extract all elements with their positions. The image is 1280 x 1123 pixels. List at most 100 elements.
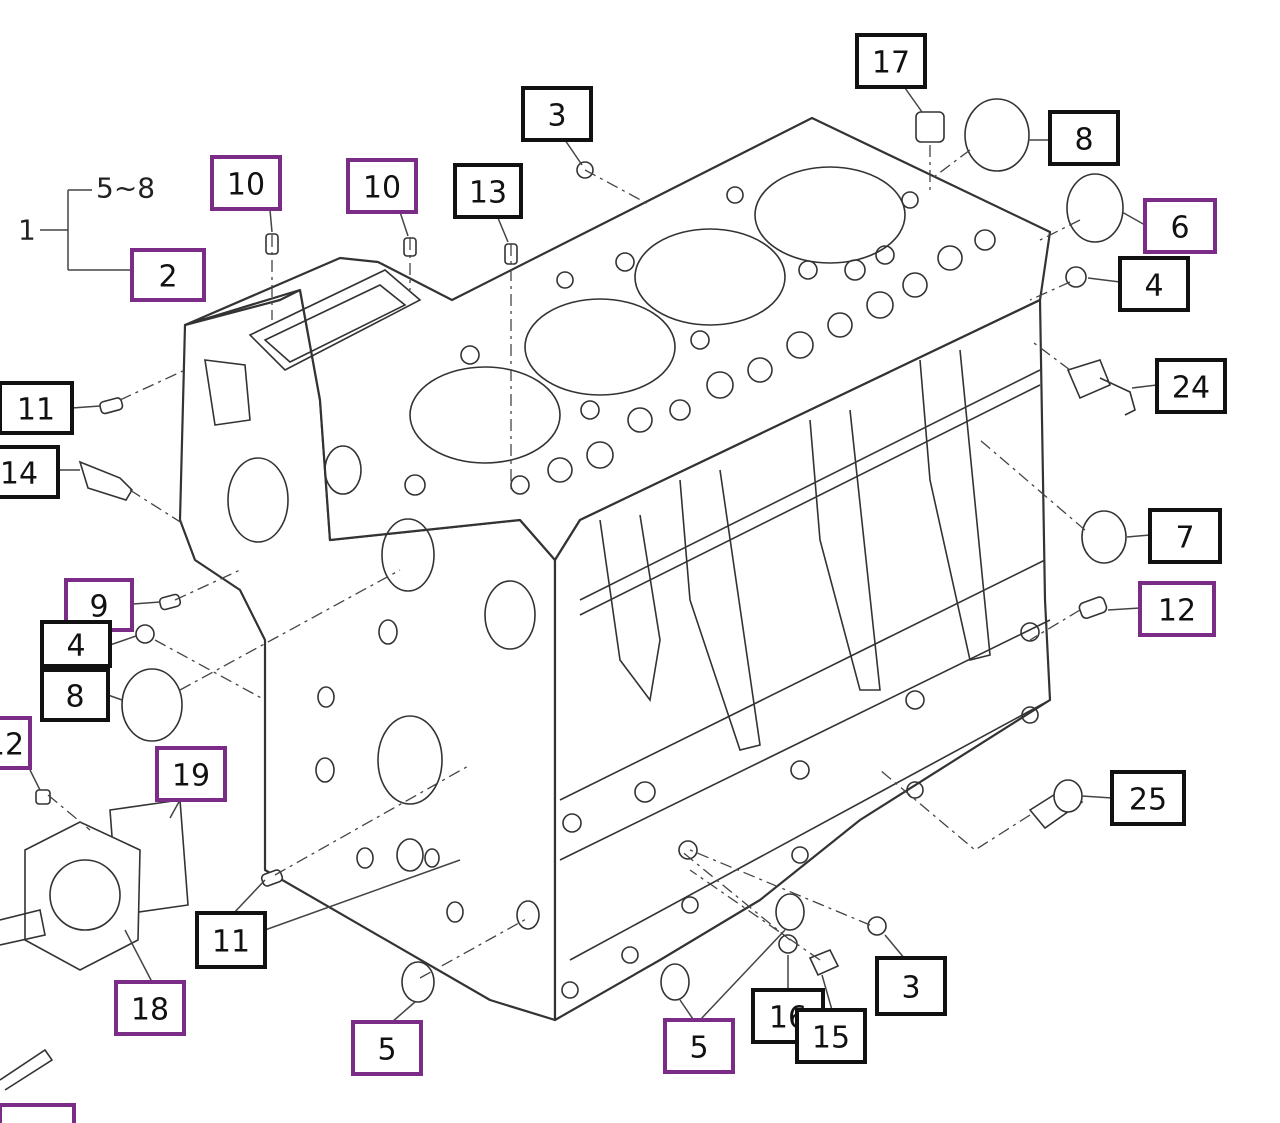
callout-label-l8a: 8 (1048, 110, 1120, 166)
callout-box (1143, 198, 1217, 254)
callout-number: 3 (901, 971, 920, 1006)
pin-part (158, 593, 182, 611)
callout-box (875, 956, 947, 1016)
callout-number: 8 (1074, 123, 1093, 158)
callout-box (1148, 508, 1222, 564)
callout-number: 6 (1170, 211, 1189, 246)
plug-part (1065, 266, 1087, 288)
callout-label-l25: 25 (1110, 770, 1186, 826)
callout-number: 7 (1175, 521, 1194, 556)
callout-label-l10b: 10 (346, 158, 418, 214)
callout-box (40, 668, 110, 722)
callout-number: 25 (1129, 783, 1167, 818)
callout-number: 8 (65, 680, 84, 715)
plug-part (135, 624, 155, 644)
callout-label-l5b: 5 (663, 1018, 735, 1074)
assembly-parent-label: 1 (18, 214, 36, 247)
callout-number: 2 (158, 260, 177, 295)
callout-box (210, 155, 282, 211)
cylinder-block (178, 116, 1052, 1022)
callout-box (453, 163, 523, 219)
seal-part (1053, 779, 1083, 813)
callout-label-l6: 6 (1143, 198, 1217, 254)
callout-number: 17 (872, 46, 910, 81)
callout-box (155, 746, 227, 802)
callout-label-l2a: 2 (130, 248, 206, 302)
seal-part (1081, 510, 1127, 564)
callout-number: 12 (1158, 594, 1196, 629)
callout-number: 15 (812, 1021, 850, 1056)
callout-number: 14 (0, 457, 38, 492)
callout-label-l24: 24 (1155, 358, 1227, 414)
pin-part (1078, 596, 1108, 620)
callout-box (0, 1103, 76, 1123)
sensor-part (1066, 359, 1136, 416)
bolt-part (808, 948, 840, 977)
callout-number: 10 (363, 171, 401, 206)
leader-lines (29, 87, 1158, 1023)
seal-part (401, 961, 435, 1003)
callout-box (130, 248, 206, 302)
callout-label-l17: 17 (855, 33, 927, 89)
callout-label-l14: 14 (0, 445, 60, 499)
seal-plug-part (964, 98, 1030, 172)
callout-number: 4 (1144, 269, 1163, 304)
callout-number: 11 (17, 393, 55, 428)
callout-label-l19: 19 (155, 746, 227, 802)
callout-label-l8b: 8 (40, 668, 110, 722)
callout-box (1048, 110, 1120, 166)
small-parts (0, 98, 1136, 1091)
callout-number: 13 (469, 176, 507, 211)
assembly-bracket: 1 5~8 (18, 172, 155, 271)
callout-labels: 2101013317864241114712948121925111831615… (0, 33, 1227, 1123)
callout-number: 4 (66, 629, 85, 664)
callout-box (114, 980, 186, 1036)
callout-label-l4a: 4 (1118, 256, 1190, 312)
callout-number: 3 (547, 99, 566, 134)
callout-label-l3a: 3 (521, 86, 593, 142)
callout-box (1155, 358, 1227, 414)
callout-box (0, 445, 60, 499)
callout-box (1118, 256, 1190, 312)
callout-box (351, 1020, 423, 1076)
switch-part (78, 460, 134, 501)
plug-part (867, 916, 887, 936)
callout-number: 5 (377, 1033, 396, 1068)
pin-part (99, 397, 124, 415)
callout-box (40, 620, 112, 668)
seal-part (660, 963, 690, 1001)
callout-label-l15: 15 (795, 1008, 867, 1064)
callout-box (0, 716, 32, 770)
callout-label-l11b: 11 (195, 911, 267, 969)
callout-label-l13: 13 (453, 163, 523, 219)
seal-plug-part (1066, 173, 1124, 243)
callout-label-l12a: 12 (1138, 581, 1216, 637)
callout-number: 12 (0, 728, 24, 763)
callout-number: 10 (227, 168, 265, 203)
callout-label-l7: 7 (1148, 508, 1222, 564)
callout-box (855, 33, 927, 89)
callout-label-l4b: 4 (40, 620, 112, 668)
cap-part (915, 111, 945, 143)
callout-label-l20 (0, 1103, 76, 1123)
callout-label-l3b: 3 (875, 956, 947, 1016)
callout-label-l18: 18 (114, 980, 186, 1036)
seal-part (121, 668, 183, 742)
assembly-range-label: 5~8 (96, 172, 155, 205)
callout-box (0, 381, 74, 435)
callout-label-l11a: 11 (0, 381, 74, 435)
callout-label-l5a: 5 (351, 1020, 423, 1076)
callout-number: 9 (89, 590, 108, 625)
callout-box (195, 911, 267, 969)
callout-box (521, 86, 593, 142)
callout-box (1138, 581, 1216, 637)
callout-label-l12b: 12 (0, 716, 32, 770)
callout-box (795, 1008, 867, 1064)
seal-part (775, 893, 805, 931)
callout-number: 19 (172, 759, 210, 794)
callout-box (346, 158, 418, 214)
callout-box (1110, 770, 1186, 826)
pin-part (35, 789, 51, 805)
callout-label-l10a: 10 (210, 155, 282, 211)
